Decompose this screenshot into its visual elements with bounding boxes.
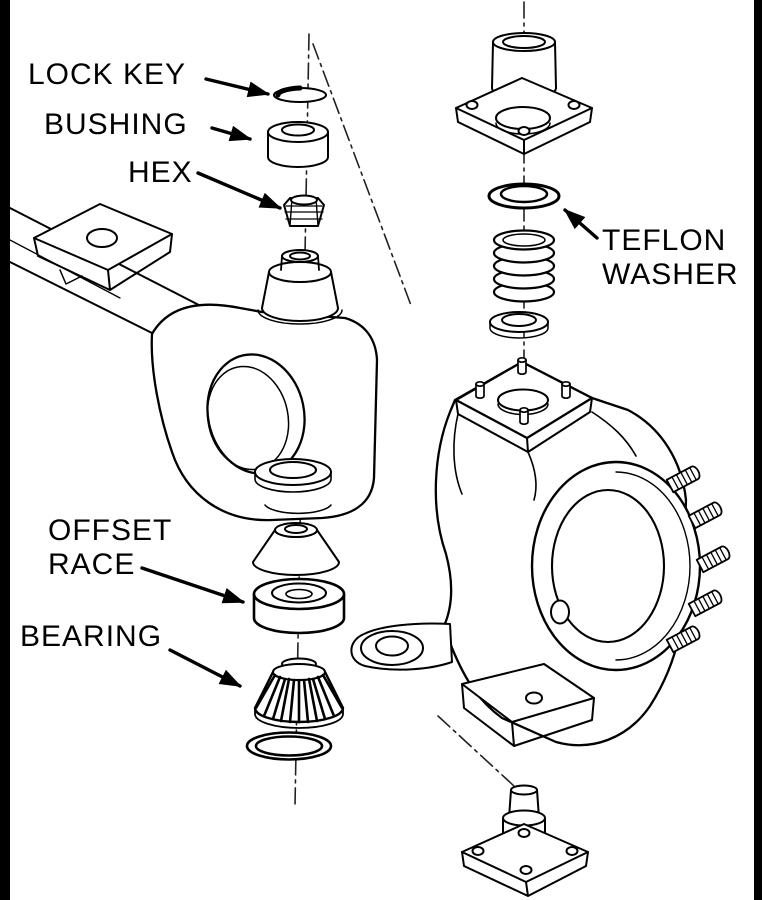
teflon-washer-label-line1: TEFLON	[602, 224, 727, 257]
bearing-arrow	[168, 648, 242, 688]
lower-kingpin-cap-part	[461, 784, 589, 897]
hub-flange-part	[530, 460, 702, 672]
bushing-part	[267, 121, 329, 168]
callout-arrows	[140, 77, 599, 688]
spring-part	[492, 229, 556, 303]
bushing-arrow	[210, 125, 252, 142]
offset-race-label: OFFSET RACE	[48, 514, 172, 582]
steering-knuckle-part	[350, 356, 731, 747]
teflon-washer-label-line2: WASHER	[602, 258, 739, 291]
tube-bracket-part	[33, 203, 173, 291]
hex-arrow	[196, 171, 282, 210]
washer-part	[254, 458, 332, 493]
bearing-roller-hatching	[254, 673, 344, 724]
knuckle-arm-part	[350, 622, 453, 671]
lower-washer-part	[489, 311, 549, 339]
offset-race-part	[252, 577, 346, 635]
pad-corner-pins	[475, 356, 571, 426]
cone-race-part	[252, 522, 340, 576]
hex-label: HEX	[128, 156, 193, 189]
wheel-studs-part	[665, 465, 731, 654]
bearing-label: BEARING	[20, 620, 163, 653]
upper-kingpin-cap-part	[455, 32, 593, 155]
bushing-label: BUSHING	[44, 108, 188, 141]
right-border-bar	[754, 0, 762, 900]
hex-nut-part	[283, 194, 325, 227]
knuckle-top-pad-part	[454, 356, 594, 453]
lock-key-arrow	[204, 77, 270, 98]
teflon-washer-part	[487, 182, 561, 210]
lock-key-label: LOCK KEY	[28, 58, 187, 91]
bearing-part	[253, 657, 345, 729]
left-border-bar	[0, 0, 10, 900]
offset-race-arrow	[140, 566, 245, 604]
o-ring-part	[245, 731, 333, 761]
offset-race-label-line2: RACE	[48, 548, 136, 581]
knuckle-foot-part	[461, 663, 595, 747]
teflon-washer-arrow	[563, 208, 599, 240]
offset-race-label-line1: OFFSET	[48, 514, 173, 547]
teflon-washer-label: TEFLON WASHER	[602, 224, 739, 292]
lock-key-part	[273, 85, 327, 103]
